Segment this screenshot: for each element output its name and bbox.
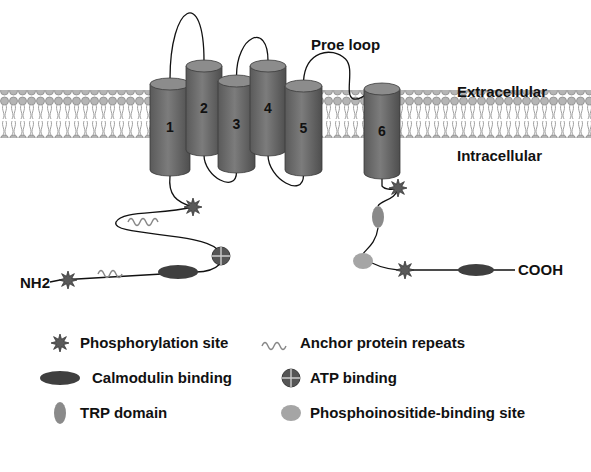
region-label: COOH [518, 261, 563, 278]
cylinder-top [250, 60, 286, 72]
legend-trp-sample [54, 402, 66, 424]
region-label: Proe loop [311, 36, 380, 53]
phosphorylation-star [389, 179, 407, 197]
helix-number: 5 [300, 120, 308, 136]
cylinder-body [250, 66, 286, 156]
n-terminal-chain [116, 176, 217, 249]
atp-symbol [212, 247, 230, 265]
legend-star-sample [51, 334, 69, 352]
trp-domain-symbol [372, 206, 384, 228]
helix-number: 6 [378, 123, 386, 139]
cylinder-body [150, 84, 190, 176]
legend-text: TRP domain [80, 404, 167, 421]
phosphorylation-star [59, 271, 77, 289]
legend-text: Calmodulin binding [92, 369, 232, 386]
region-label: Intracellular [457, 147, 542, 164]
legend-text: ATP binding [310, 369, 397, 386]
helix-cylinder: 1 [150, 78, 190, 176]
helix-number: 3 [233, 116, 241, 132]
cylinder-top [150, 78, 190, 90]
calmodulin-symbol [458, 264, 494, 276]
helix-cylinder: 5 [285, 80, 322, 176]
anchor-repeat-symbol [98, 271, 122, 278]
legend-atp-sample [282, 369, 300, 387]
cylinder-top [364, 83, 400, 95]
cylinder-body [186, 66, 222, 156]
legend-text: Phosphoinositide-binding site [310, 404, 525, 421]
anchor-repeat-symbol [128, 219, 158, 226]
cylinder-body [218, 81, 255, 173]
helix-number: 1 [166, 119, 174, 135]
legend-calmodulin-sample [40, 371, 80, 385]
legend-text: Phosphorylation site [80, 334, 228, 351]
helix-number: 4 [264, 100, 272, 116]
legend-anchor-sample [262, 343, 286, 350]
cylinder-top [186, 60, 222, 72]
calmodulin-symbol [158, 265, 198, 279]
helix-cylinder: 6 [364, 83, 400, 179]
helix-cylinder: 4 [250, 60, 286, 156]
helix-cylinder: 2 [186, 60, 222, 156]
cylinder-top [285, 80, 322, 92]
helix-cylinder: 3 [218, 75, 255, 173]
phosphorylation-star [184, 198, 202, 216]
cylinder-body [364, 89, 400, 179]
cylinder-top [218, 75, 255, 87]
region-label: Extracellular [457, 83, 547, 100]
cylinder-body [285, 86, 322, 176]
legend-phosphoinositide-sample [281, 405, 301, 421]
helix-number: 2 [200, 100, 208, 116]
phosphorylation-star [396, 261, 414, 279]
c-terminal-chain [363, 228, 515, 270]
phosphoinositide-symbol [353, 253, 373, 269]
legend-text: Anchor protein repeats [300, 334, 465, 351]
region-label: NH2 [20, 274, 50, 291]
